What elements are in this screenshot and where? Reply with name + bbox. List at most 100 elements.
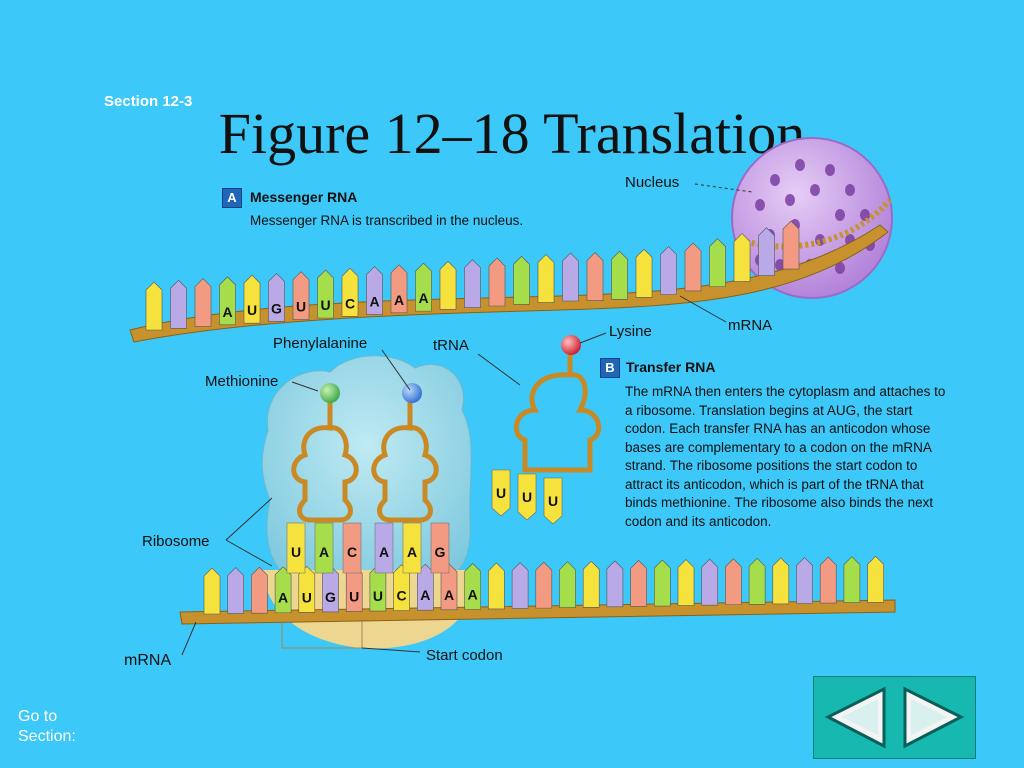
anticodon-base [286,522,306,574]
top-codon-letter: A [394,292,404,308]
mrna-base [758,227,775,276]
bottom-codon-letter: U [373,588,383,604]
mrna-base [440,563,458,611]
top-codon-letter: C [345,295,355,311]
mrna-base [194,278,212,327]
top-codon-letter: G [271,300,282,316]
mrna-base [537,254,555,303]
nuclear-pore [835,209,845,221]
mrna-base [733,233,751,282]
free-trna-anticodon-letter: U [548,493,558,509]
panel-b-heading: Transfer RNA [626,359,716,375]
anticodon-base [430,522,450,574]
anticodon-letter: A [319,544,329,560]
anticodon-base [314,522,334,574]
bottom-codon-letter: A [468,586,478,602]
mrna-base [292,271,310,321]
trna-phenylalanine [371,400,439,523]
mrna-base [464,259,481,309]
mrna-base [772,557,790,605]
trna-label: tRNA [433,337,469,354]
mrna-base [390,264,408,314]
methionine-amino-acid [320,383,340,403]
mrna-base [586,252,604,301]
mrna-base [488,257,506,307]
mrna-base [709,238,726,287]
mrna-base [415,262,432,312]
mrna-base [654,559,671,607]
phenylalanine-label: Phenylalanine [273,335,368,352]
mrna-base [268,273,285,322]
panel-a-heading: Messenger RNA [250,189,358,205]
top-codon-letter: U [296,299,306,315]
mrna-base [796,557,813,604]
mrna-base [606,560,624,608]
bottom-codon-letter: G [325,589,336,605]
panel-a-badge: A [222,188,242,208]
anticodon-letter: G [435,544,446,560]
anticodon-base [374,522,394,574]
anticodon-letter: A [407,544,417,560]
mrna-base [243,274,261,324]
nuclear-pore [825,164,835,176]
panel-b-badge: B [600,358,620,378]
phenylalanine-amino-acid [402,383,422,403]
free-trna-anticodon-base [491,469,511,517]
mrna-base [635,248,653,298]
next-button[interactable] [895,677,975,758]
mrna-base [677,559,695,606]
anticodon-letter: U [291,544,301,560]
bottom-codon-letter: A [278,590,288,606]
anticodon-letter: A [379,544,389,560]
panel-b-text: The mRNA then enters the cytoplasm and a… [625,384,946,529]
mrna-base [725,558,742,606]
page-title: Figure 12–18 Translation [218,101,806,166]
mrna-base [227,567,244,614]
anticodon-letter: C [347,544,357,560]
mrna-base [611,250,628,300]
free-trna-anticodon-base [543,477,563,525]
mrna-base [322,565,339,613]
methionine-label: Methionine [205,373,279,390]
mrna-base [782,220,800,270]
nuclear-pore [795,159,805,171]
nuclear-pore [845,184,855,196]
top-codon-letter: A [369,294,379,310]
mrna-base [748,557,766,605]
mrna-base [867,555,884,603]
mrna-base [203,567,221,615]
mrna-base [439,260,457,310]
start-codon-label: Start codon [426,647,503,664]
lysine-label: Lysine [609,323,652,340]
mrna-base [562,252,579,302]
arrow-left-icon [824,686,886,749]
nuclear-pore [835,262,845,274]
mrna-base [488,562,505,610]
free-trna-anticodon-letter: U [522,489,532,505]
arrow-right-icon [903,686,965,749]
mrna-base [660,246,677,295]
leader-lines [181,183,753,656]
bottom-codon-letter: A [420,587,430,603]
section-label: Section 12-3 [104,93,193,110]
mrna-base [684,242,702,292]
top-codon-letter: A [222,304,232,320]
mrna-base [317,269,334,319]
mrna-base [145,281,163,331]
lysine-amino-acid [561,335,581,355]
mrna-base [819,556,837,604]
mrna-base [417,563,434,611]
bottom-codon-letter: A [444,587,454,603]
go-to-section-label: Go to Section: [18,708,76,745]
mrna-base [298,565,316,613]
free-trna-anticodon-letter: U [496,485,506,501]
mrna-base [630,560,647,607]
nuclear-pore [775,259,785,271]
nuclear-pore [755,199,765,211]
section-navigation [813,676,976,759]
previous-button[interactable] [814,677,894,758]
nuclear-pore [770,174,780,186]
bottom-codon-letter: C [397,588,407,604]
